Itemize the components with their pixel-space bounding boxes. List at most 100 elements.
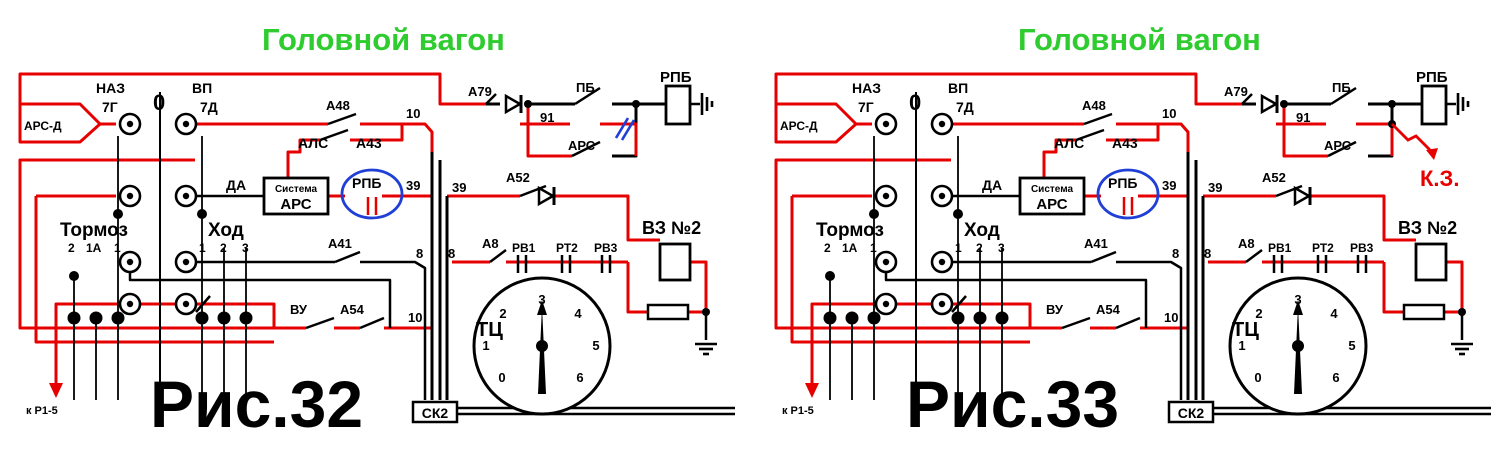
- label-wire-39: 39: [406, 178, 420, 193]
- node-dot: [113, 209, 123, 219]
- panel-1-title: Головной вагон: [262, 22, 505, 57]
- panel-2-title: Головной вагон: [1018, 22, 1261, 57]
- label-tormoz-1: 1: [870, 241, 877, 255]
- gauge-needle-tip: [537, 300, 547, 315]
- gauge-needle-tip: [1293, 300, 1303, 315]
- rt2-contact: [1316, 255, 1328, 273]
- wire-a52-to-vz2: [548, 194, 660, 242]
- gauge-scale-label: 4: [1330, 306, 1338, 321]
- a43-contact: [319, 128, 349, 142]
- label-tormoz-2: 2: [824, 241, 831, 255]
- wire-a52-to-vz2: [1304, 194, 1416, 242]
- wire-tormoz-frame: [34, 196, 274, 344]
- label-wire-8: 8: [1204, 246, 1211, 261]
- terminal-dot: [182, 192, 190, 200]
- gauge-scale-label: 0: [1254, 370, 1261, 385]
- short-circuit-arrow-icon: [1426, 148, 1438, 160]
- label-91: 91: [1296, 110, 1310, 125]
- panel-1-figure-caption: Рис.32: [150, 367, 364, 441]
- rv3-contact: [600, 255, 612, 273]
- gauge-hub: [536, 340, 548, 352]
- contact-dot: [823, 311, 837, 325]
- gauge-scale-label: 1: [482, 338, 489, 353]
- arrow-down-icon: [49, 383, 63, 398]
- contact-dot: [195, 311, 209, 325]
- ars-system-box: [262, 176, 330, 216]
- terminal-dot: [182, 120, 190, 128]
- label-da: ДА: [982, 177, 1002, 193]
- contact-dot: [845, 311, 859, 325]
- label-hod-2: 2: [220, 241, 227, 255]
- wire-als: [286, 138, 320, 178]
- label-vp: ВП: [192, 80, 212, 96]
- label-wire-39: 39: [1208, 180, 1222, 195]
- label-naz: НАЗ: [852, 80, 881, 96]
- pb-contact: [574, 86, 601, 106]
- label-rv3: РВ3: [594, 241, 618, 255]
- pb-contact: [1330, 86, 1357, 106]
- node-dot: [825, 271, 835, 281]
- label-tormoz-2: 2: [68, 241, 75, 255]
- ck2-label: СК2: [1178, 405, 1205, 421]
- label-vu: ВУ: [290, 302, 308, 317]
- label-rv1: РВ1: [512, 241, 536, 255]
- label-k-r1-5: к Р1-5: [782, 405, 814, 417]
- a41-contact: [334, 250, 361, 264]
- label-als: АЛС: [1054, 135, 1084, 151]
- label-rpb: РПБ: [1108, 175, 1137, 191]
- label-wire-10: 10: [1164, 310, 1178, 325]
- ars-contact: [1327, 140, 1357, 158]
- resistor: [1402, 303, 1446, 321]
- a8-contact: [489, 249, 507, 263]
- ars-d-block: [774, 102, 858, 144]
- label-ars: АРС: [1324, 138, 1352, 153]
- wire-a43: [350, 124, 404, 142]
- label-a8: А8: [482, 236, 499, 251]
- arrow-down-icon: [805, 383, 819, 398]
- label-tc: ТЦ: [476, 319, 503, 341]
- label-tormoz-1: 1: [114, 241, 121, 255]
- rpb-highlight-oval: [1096, 168, 1160, 220]
- label-91: 91: [540, 110, 554, 125]
- ck2-box: [1167, 400, 1215, 424]
- ground-icon: [700, 93, 714, 115]
- contact-dot: [973, 311, 987, 325]
- label-ars: АРС: [568, 138, 596, 153]
- short-circuit-spark-icon: [1391, 123, 1433, 153]
- wire-hod: [884, 262, 1148, 328]
- label-vu: ВУ: [1046, 302, 1064, 317]
- hod-switch: [195, 295, 211, 313]
- terminal-dot: [182, 300, 190, 308]
- terminal-dot: [882, 258, 890, 266]
- label-a79: А79: [1224, 84, 1248, 99]
- label-zero: 0: [153, 90, 165, 115]
- wire-91-return: [600, 122, 638, 156]
- rpb-closed-contact: [1122, 197, 1134, 215]
- terminal-dot: [126, 258, 134, 266]
- diode-a52: [537, 185, 556, 207]
- rpb-relay-coil: [664, 84, 692, 126]
- wire-pb-ars: [612, 104, 638, 158]
- label-wire-8: 8: [416, 246, 423, 261]
- label-a79: А79: [468, 84, 492, 99]
- panel-1-circuit: СК2СистемаАРС0123456НАЗ7ГВП7Д0АРС-ДА4810…: [18, 69, 735, 424]
- panel-2-circuit: СК2СистемаАРС0123456НАЗ7ГВП7Д0АРС-ДА4810…: [774, 69, 1491, 424]
- gauge-scale-label: 3: [538, 292, 545, 307]
- label-hod-1: 1: [199, 241, 206, 255]
- ck2-label: СК2: [422, 405, 449, 421]
- label-als: АЛС: [298, 135, 328, 151]
- wire-a48-to-10: [1116, 122, 1190, 152]
- blue-break-mark: [614, 117, 636, 141]
- ars-system-box: [1018, 176, 1086, 216]
- label-wire-39: 39: [452, 180, 466, 195]
- ars-d-block: [18, 102, 102, 144]
- label-ars-d: АРС-Д: [780, 119, 818, 133]
- gauge-scale-label: 6: [1332, 370, 1339, 385]
- terminal-dot: [882, 120, 890, 128]
- rt2-contact: [560, 255, 572, 273]
- label-vp: ВП: [948, 80, 968, 96]
- a79-contact: [485, 93, 497, 105]
- label-wire-10: 10: [1162, 106, 1176, 121]
- label-7g: 7Г: [858, 99, 874, 115]
- gauge-scale-label: 1: [1238, 338, 1245, 353]
